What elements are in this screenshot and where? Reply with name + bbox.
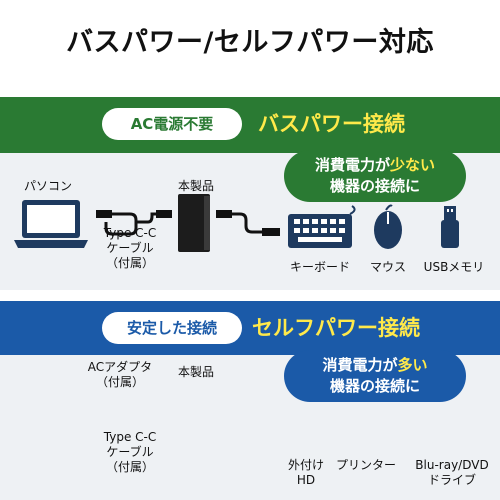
cable-label-2: Type C-C ケーブル （付属） [103, 430, 157, 474]
product-label: 本製品 [177, 179, 214, 193]
bus-power-banner [0, 97, 500, 153]
usb-memory-icon [441, 206, 459, 248]
hub-device-icon [178, 194, 210, 252]
self-power-banner [0, 301, 500, 355]
usb-memory-label: USBメモリ [423, 260, 485, 274]
low-power-bubble: 消費電力が少ない 機器の接続に [284, 150, 466, 202]
usb-cable-icon [216, 210, 280, 236]
stable-pill: 安定した接続 [102, 312, 242, 344]
high-power-bubble: 消費電力が多い 機器の接続に [284, 350, 466, 402]
self-power-heading: セルフパワー接続 [252, 316, 420, 340]
keyboard-icon [288, 205, 356, 248]
optical-drive-label: Blu-ray/DVD ドライブ [415, 458, 489, 487]
mouse-icon [374, 204, 402, 249]
no-ac-pill: AC電源不要 [102, 108, 242, 140]
bus-power-heading: バスパワー接続 [258, 112, 405, 136]
page-title: バスパワー/セルフパワー対応 [66, 27, 434, 58]
ac-adapter-label: ACアダプタ （付属） [87, 360, 153, 389]
external-hd-label: 外付け HD [287, 458, 324, 487]
product-label-2: 本製品 [177, 365, 214, 379]
cable-label: Type C-C ケーブル （付属） [103, 226, 157, 270]
keyboard-label: キーボード [289, 260, 350, 274]
type-c-cable-icon [96, 210, 172, 236]
printer-label: プリンター [335, 458, 396, 472]
laptop-icon [14, 200, 88, 248]
pc-label: パソコン [23, 179, 72, 193]
mouse-label: マウス [369, 260, 406, 274]
